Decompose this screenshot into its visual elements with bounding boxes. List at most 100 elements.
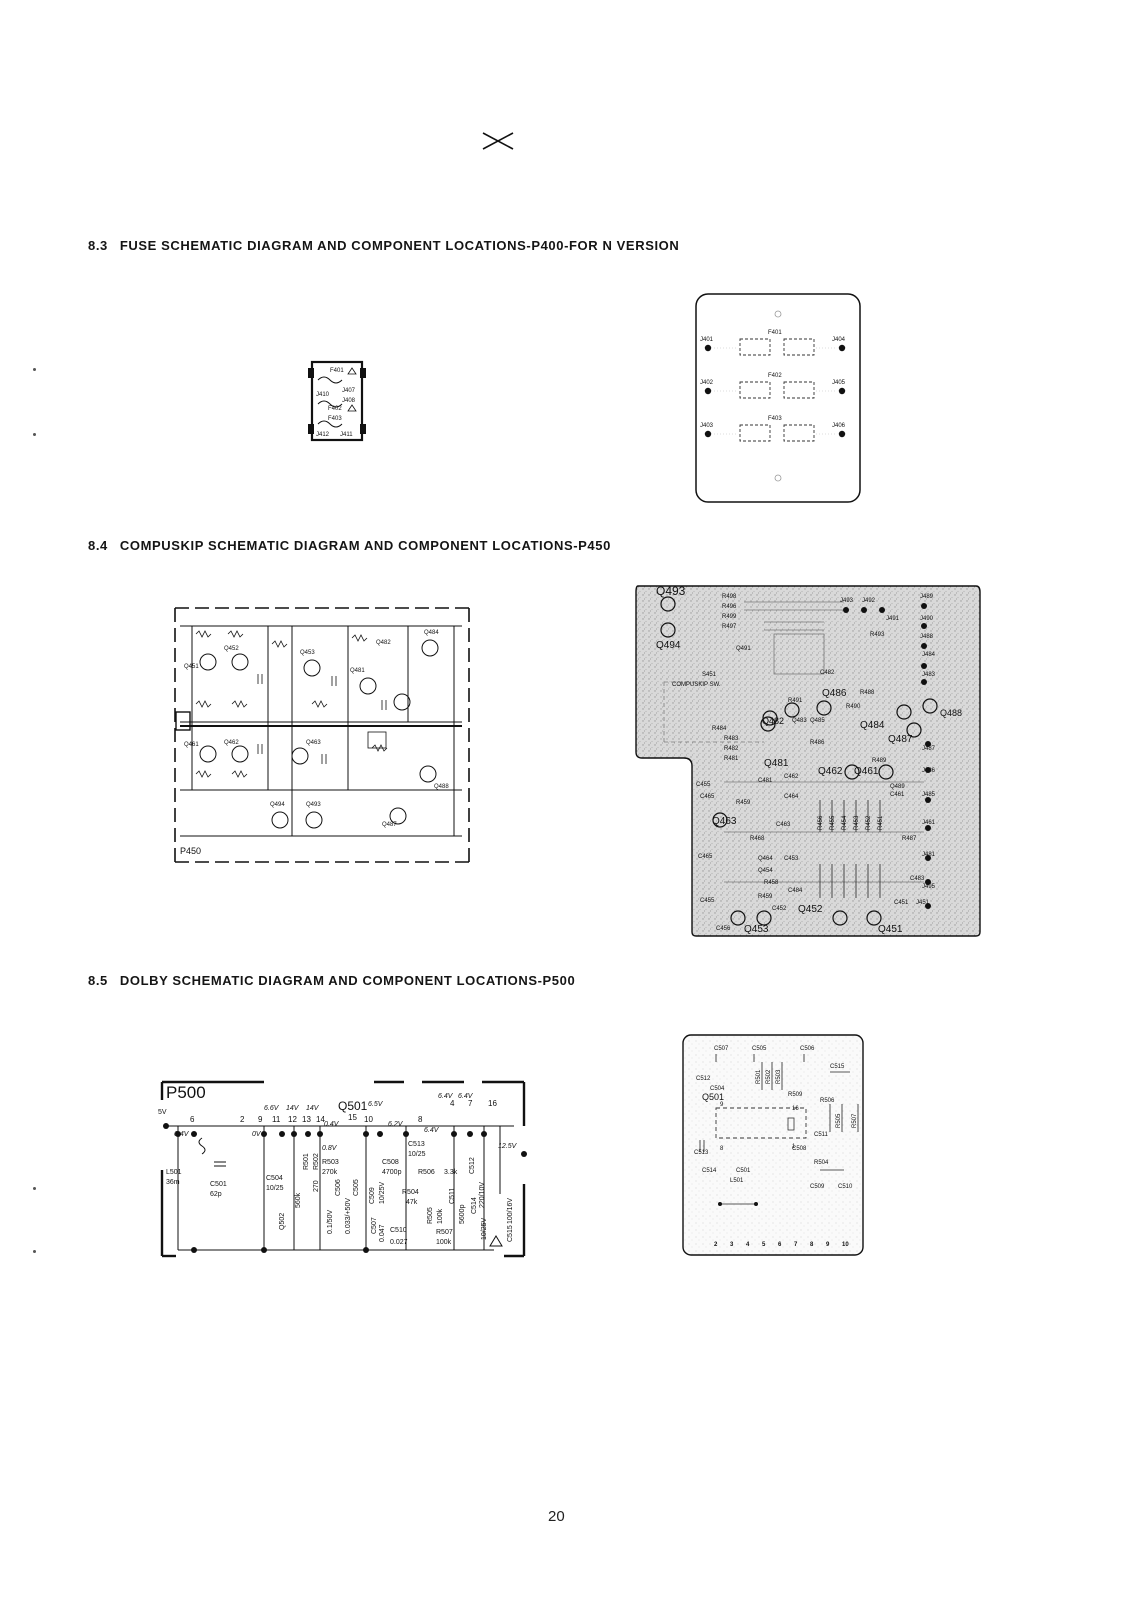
pcb-jack-j403: J403 [700, 423, 714, 429]
pcb-r493: R493 [870, 632, 885, 638]
pcb-ic-pin-8: 8 [720, 1146, 724, 1152]
voltage-0.8v: 0.8V [322, 1145, 338, 1152]
pcb-r468: R468 [750, 836, 765, 842]
scan-speck [33, 1250, 36, 1253]
voltage-0v: 0V [252, 1131, 262, 1138]
pcb-r496: R496 [722, 604, 737, 610]
pcb-r489: R489 [872, 758, 887, 764]
ic-pin-16: 16 [488, 1099, 497, 1108]
pcb-jack-j404: J404 [832, 337, 846, 343]
pcb-pin-5: 5 [762, 1242, 766, 1248]
pcb-c465-a: C465 [700, 794, 715, 800]
pcb-j489: J489 [920, 594, 934, 600]
jack-label-j408: J408 [342, 398, 356, 404]
pcb-c481: C481 [758, 778, 773, 784]
pcb-q481: Q481 [764, 758, 789, 769]
jack-label-j411: J411 [340, 432, 353, 438]
pcb-q488: Q488 [940, 708, 962, 718]
pcb-r459-a: R459 [736, 800, 751, 806]
pcb-jack-j406: J406 [832, 423, 846, 429]
pcb-r503: R503 [776, 1069, 782, 1084]
pcb-pin-4: 4 [746, 1242, 750, 1248]
fuse-pcb-layout: J401 J402 J403 J404 J405 J406 F401 F402 … [695, 293, 861, 503]
pcb-c482: C482 [820, 670, 835, 676]
part-c508-value: 4700p [382, 1169, 402, 1176]
dolby-pcb-layout: C507 C505 C506 C512 R501 R502 R503 C515 … [682, 1034, 864, 1256]
pcb-r504: R504 [814, 1160, 829, 1166]
pcb-q451: Q451 [878, 924, 903, 935]
pcb-j484: J484 [922, 652, 936, 658]
pcb-q493: Q493 [656, 584, 686, 598]
ic-pin-4: 4 [450, 1099, 455, 1108]
section-number: 8.4 [88, 538, 108, 553]
pcb-c483: C483 [910, 876, 925, 882]
pcb-j491: J491 [886, 616, 900, 622]
part-c509: C509 [369, 1187, 376, 1204]
ic-pin-2: 2 [240, 1115, 245, 1124]
ic-pin-11: 11 [272, 1115, 281, 1124]
pcb-pin-3: 3 [730, 1242, 734, 1248]
ic-pin-12: 12 [288, 1115, 297, 1124]
pcb-q489: Q489 [890, 784, 905, 790]
pcb-j495: J495 [922, 884, 936, 890]
pcb-r509: R509 [788, 1092, 803, 1098]
part-r502-value: 270 [313, 1180, 320, 1192]
pcb-q463: Q463 [712, 816, 737, 827]
part-r507: R507 [436, 1229, 453, 1236]
part-c505: C505 [353, 1179, 360, 1196]
part-r505-value: 100k [437, 1208, 444, 1224]
pcb-c462: C462 [784, 774, 799, 780]
pcb-q485: Q485 [810, 718, 825, 724]
section-title: COMPUSKIP SCHEMATIC DIAGRAM AND COMPONEN… [119, 538, 611, 553]
part-c511-value: 5600p [459, 1204, 466, 1224]
pcb-c453: C453 [784, 856, 799, 862]
jack-label-j407: J407 [342, 388, 356, 394]
pcb-c455-b: C455 [700, 898, 715, 904]
pcb-j488: J488 [920, 634, 934, 640]
part-c514-value: 10/25V [481, 1217, 488, 1240]
part-r504-value: 47k [406, 1199, 418, 1206]
pcb-jack-j402: J402 [700, 380, 714, 386]
pcb-j486: J486 [922, 768, 936, 774]
pcb-r490: R490 [846, 704, 861, 710]
voltage-14v-b: 14V [306, 1105, 320, 1112]
scan-speck [33, 1187, 36, 1190]
pcb-q483: Q483 [792, 718, 807, 724]
pcb-c509: C509 [810, 1184, 825, 1190]
pcb-c456: C456 [716, 926, 731, 932]
part-r503-value: 270k [322, 1169, 338, 1176]
pcb-r454: R454 [842, 815, 848, 830]
pcb-ic-pin-1: 1 [792, 1144, 796, 1150]
pcb-ic-pin-16: 16 [792, 1106, 799, 1112]
voltage-6.4v-c: 6.4V [174, 1131, 190, 1138]
fuse-label-f401: F401 [330, 368, 344, 374]
pcb-ic-pin-9: 9 [720, 1102, 724, 1108]
part-c510: C510 [390, 1227, 407, 1234]
part-l501-value: 36m [166, 1179, 180, 1186]
pcb-pin-2: 2 [714, 1242, 718, 1248]
ic-pin-13: 13 [302, 1115, 311, 1124]
fuse-label-f402: F402 [328, 406, 342, 412]
fuse-schematic: F401 F402 F403 J410 J407 J408 J412 J411 [308, 360, 366, 442]
pcb-c510: C510 [838, 1184, 853, 1190]
pcb-r506: R506 [820, 1098, 835, 1104]
pcb-q452: Q452 [798, 904, 823, 915]
part-r506: R506 [418, 1169, 435, 1176]
ic-pin-6: 6 [190, 1115, 195, 1124]
pcb-r459-b: R459 [758, 894, 773, 900]
ic-q501: Q501 [338, 1099, 368, 1113]
pcb-q453: Q453 [744, 924, 769, 935]
schematic-q462: Q462 [224, 740, 239, 746]
pcb-pin-6: 6 [778, 1242, 782, 1248]
voltage-6.4v-b: 6.4V [458, 1093, 474, 1100]
pcb-r487: R487 [902, 836, 917, 842]
part-c512-value: 220/10V [479, 1182, 486, 1208]
pcb-j492: J492 [862, 598, 876, 604]
pcb-q464: Q464 [758, 856, 773, 862]
part-c507-value: 0.047 [379, 1224, 386, 1242]
pcb-q482: Q482 [762, 716, 784, 726]
schematic-q488: Q488 [434, 784, 449, 790]
pcb-r502: R502 [766, 1069, 772, 1084]
ic-pin-8: 8 [418, 1115, 423, 1124]
part-r503: R503 [322, 1159, 339, 1166]
